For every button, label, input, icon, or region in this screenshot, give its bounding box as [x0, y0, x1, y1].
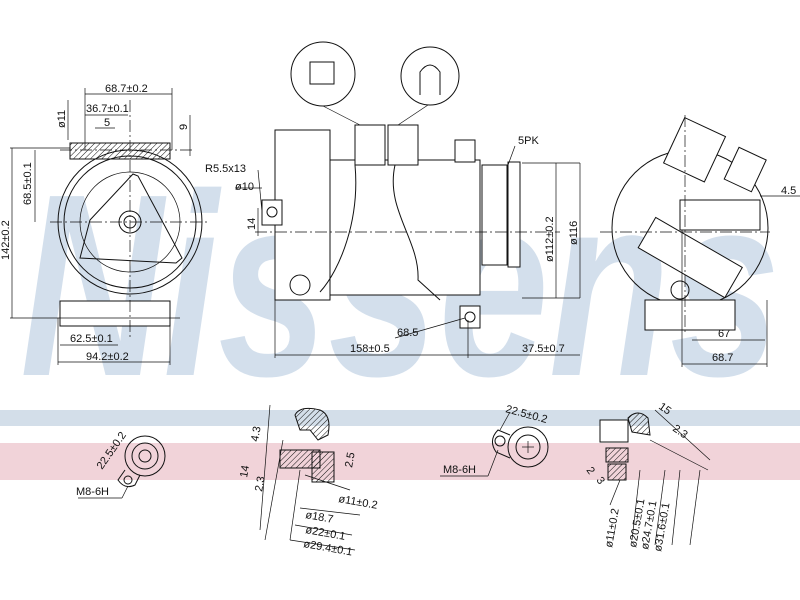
dim-dia-18: ø18.7	[304, 509, 334, 526]
dim-height-142: 142±0.2	[0, 220, 12, 260]
dim-4-3: 4.3	[249, 425, 263, 442]
dim-68-5: 68.5	[397, 327, 418, 339]
dim-9: 9	[178, 124, 190, 130]
dim-4-5: 4.5	[781, 185, 796, 197]
dim-base-94-2: 94.2±0.2	[86, 351, 129, 363]
dim-2-3-section1: 2.3	[253, 475, 267, 492]
dim-r-5-5x13: R5.5x13	[205, 163, 246, 175]
dim-15: 15	[656, 401, 673, 418]
dim-dia-11-port2: ø11±0.2	[603, 508, 622, 549]
dim-68-7: 68.7	[712, 352, 733, 364]
dim-2-5: 2.5	[343, 451, 357, 468]
dim-dia-11: ø11	[56, 110, 68, 128]
thread-m8-6h-port2: M8-6H	[443, 464, 476, 476]
dim-14: 14	[246, 218, 258, 230]
dim-base-62-5: 62.5±0.1	[70, 333, 113, 345]
dim-width-top: 68.7±0.2	[105, 83, 148, 95]
dim-2: 2	[584, 465, 597, 477]
dim-dia-112: ø112±0.2	[544, 216, 556, 262]
dim-dia-11-section1: ø11±0.2	[337, 493, 378, 512]
dim-14-section: 14	[238, 464, 252, 478]
thread-m8-6h: M8-6H	[76, 486, 109, 498]
dim-3: 3	[594, 475, 607, 487]
side-view: R5.5x13 ø10 14 5PK ø112±0.2 ø116 68.5 15…	[205, 41, 581, 358]
dim-5: 5	[104, 117, 110, 129]
dim-height-68-5: 68.5±0.1	[22, 162, 34, 205]
dim-dia-10: ø10	[235, 181, 254, 193]
rear-view: 4.5 67 68.7	[600, 115, 800, 367]
pulley-5pk-label: 5PK	[518, 135, 539, 147]
dim-offset-37-5: 37.5±0.7	[522, 343, 565, 355]
front-view: 68.7±0.2 36.7±0.1 5 ø11 9 68.5±0.1 142±0…	[0, 83, 210, 365]
dim-length-158: 158±0.5	[350, 343, 390, 355]
dim-dia-116: ø116	[568, 221, 580, 245]
dim-67: 67	[718, 328, 730, 340]
dim-offset-top: 36.7±0.1	[86, 103, 129, 115]
dim-dia-29-4: ø29.4±0.1	[302, 538, 353, 558]
